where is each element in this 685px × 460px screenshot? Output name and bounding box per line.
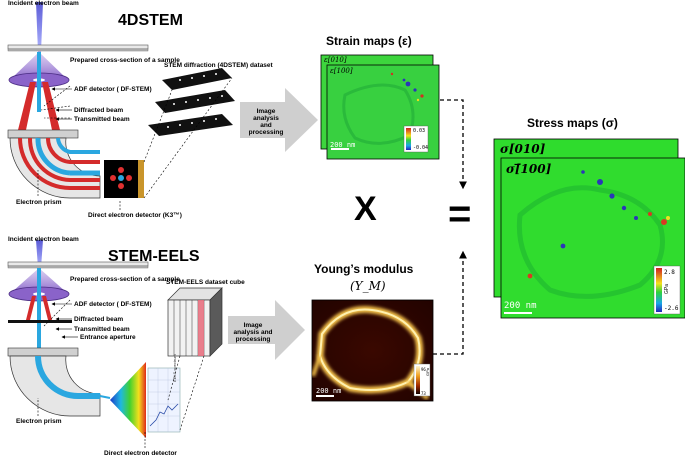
top-detector-label: Direct electron detector (K3™): [88, 212, 182, 219]
top-microscope: [7, 2, 149, 210]
top-process-label: Image analysis and processing: [248, 108, 284, 136]
top-sample-plate: [7, 44, 149, 50]
young-cbar-unit: GPa: [425, 367, 430, 376]
top-transmitted-label: Transmitted beam: [74, 116, 130, 123]
top-process-arrow: [240, 88, 318, 152]
bottom-process-arrow: [228, 300, 305, 360]
eels-spectrum-label: EELS spectrum: [172, 354, 177, 382]
eels-detector-icon: [110, 362, 181, 438]
eels-cube-icon: [167, 287, 223, 431]
strain-scale-label: 200 nm: [330, 141, 356, 149]
strain-cbar-max: 0.03: [413, 128, 426, 134]
strain-title: Strain maps (ε): [326, 34, 412, 48]
top-beam-line: [37, 52, 41, 112]
strain-back-label: ε[010]: [324, 56, 347, 64]
bottom-transmitted-label: Transmitted beam: [74, 326, 130, 333]
bottom-diffracted-label: Diffracted beam: [74, 316, 124, 323]
strain-cbar-min: -0.04: [413, 145, 429, 151]
strain-to-equals-connector: [440, 99, 467, 190]
bottom-adf-label: ADF detector ( DF-STEM): [74, 301, 152, 308]
top-diffracted-label: Diffracted beam: [74, 107, 124, 114]
top-title: 4DSTEM: [118, 12, 183, 29]
young-map: [311, 299, 434, 402]
top-sample-label: Prepared cross-section of a sample: [70, 57, 180, 64]
stress-cbar-min: -2.6: [664, 305, 679, 312]
young-colorbar: [416, 366, 420, 394]
strain-map-stack: [320, 54, 440, 160]
bottom-aperture-label: Entrance aperture: [80, 334, 136, 341]
top-prism-label: Electron prism: [16, 199, 62, 206]
entrance-aperture-icon: [8, 320, 72, 323]
bottom-gun-icon: [36, 240, 43, 268]
young-title: Young’s modulus: [314, 262, 414, 276]
young-cbar-min: 73: [421, 391, 426, 396]
young-cbar-max: 96: [421, 367, 426, 372]
stress-map-stack: [493, 138, 685, 319]
stress-scale-label: 200 nm: [504, 301, 537, 311]
bottom-microscope: [7, 240, 181, 448]
stress-title: Stress maps (σ): [527, 116, 618, 130]
stress-front-label: σ[̅100]: [506, 162, 552, 176]
bottom-beam-label: Incident electron beam: [8, 236, 79, 243]
bottom-detector-label: Direct electron detector: [104, 450, 177, 457]
top-k3-detector-icon: [104, 160, 144, 198]
top-prism-icon: [7, 129, 101, 199]
stress-colorbar: [656, 268, 662, 312]
stress-cbar-max: 2.8: [664, 269, 675, 276]
equals-operator: =: [448, 192, 472, 236]
bottom-title: STEM-EELS: [108, 248, 200, 265]
strain-front-label: ε[100]: [330, 67, 353, 75]
top-gun-icon: [36, 2, 43, 52]
bottom-cube-label: STEM-EELS dataset cube: [166, 279, 245, 286]
top-dataset-label: STEM diffraction (4DSTEM) dataset: [164, 62, 273, 69]
young-subtitle: (Y_M): [350, 279, 386, 293]
stress-cbar-unit: GPa: [664, 283, 670, 294]
stress-back-label: σ[010]: [500, 142, 546, 156]
strain-colorbar: [406, 128, 411, 150]
bottom-prism-icon: [7, 347, 111, 417]
top-adf-label: ADF detector ( DF-STEM): [74, 86, 152, 93]
young-scale-label: 200 nm: [316, 387, 342, 395]
bottom-prism-label: Electron prism: [16, 418, 62, 425]
top-dataset-stack: [143, 68, 235, 199]
bottom-process-label: Image analysis and processing: [233, 322, 273, 343]
bottom-sample-label: Prepared cross-section of a sample: [70, 276, 180, 283]
top-beam-label: Incident electron beam: [8, 0, 79, 7]
young-to-equals-connector: [433, 250, 467, 355]
multiply-operator: X: [354, 190, 377, 228]
